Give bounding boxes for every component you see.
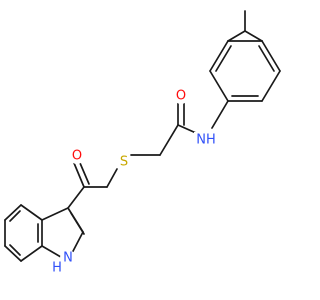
bond [215,45,232,72]
bond [70,212,85,235]
bond [67,186,85,209]
atom-indole-nitrogen: N [63,251,73,266]
bond [209,70,229,102]
bond [209,40,229,72]
bond [227,30,246,42]
atom-indole-hydrogen: H [52,261,62,276]
atom-sulfur: S [120,155,128,170]
bond [70,231,84,256]
bond [258,45,275,72]
bond [244,30,263,42]
bond [106,168,118,188]
bond [159,124,179,156]
bond [211,100,229,129]
molecule-structure: O NH S O N H [4,10,281,276]
atom-ketone-oxygen: O [72,149,82,164]
bond [177,124,197,134]
bond [261,40,281,72]
bond [9,210,21,222]
bond [20,204,43,221]
atom-labels: O NH S O N H [50,88,218,276]
bond [79,162,90,185]
bond [20,245,43,262]
bond [4,204,22,221]
bond [73,162,85,188]
atom-amide-oxygen: O [176,89,186,104]
bond [261,70,281,102]
bond [9,244,21,256]
bond [41,207,69,221]
bonds [4,10,281,262]
bond [4,245,22,262]
atom-amide-nitrogen: NH [196,133,216,148]
